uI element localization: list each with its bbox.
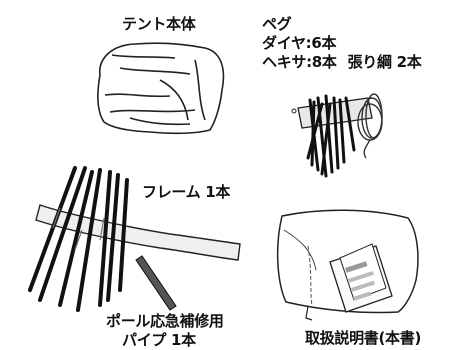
pegs-and-ropes [291,93,383,178]
repair-pipe-label-line1: ポール応急補修用 [106,312,224,330]
pegs-hexagon-and-rope: ヘキサ:8本 張り綱 2本 [262,53,422,72]
pegs-label-block: ペグ ダイヤ:6本 ヘキサ:8本 張り綱 2本 [262,15,422,72]
tent-body-label: テント本体 [122,15,196,33]
guy-rope-count: 張り綱 2本 [347,53,422,71]
tent-body-bag [97,42,225,135]
pegs-diamond-count: ダイヤ:6本 [262,34,337,52]
repair-pipe-label-line2: パイプ 1本 [122,331,196,349]
frame-label: フレーム 1本 [142,183,231,201]
pegs-hexagon-count: ヘキサ:8本 [262,53,337,71]
manual-bag [276,209,419,321]
pegs-title: ペグ [262,15,292,33]
manual-label: 取扱説明書(本書) [305,329,422,347]
frame-bag-and-poles [28,166,241,312]
